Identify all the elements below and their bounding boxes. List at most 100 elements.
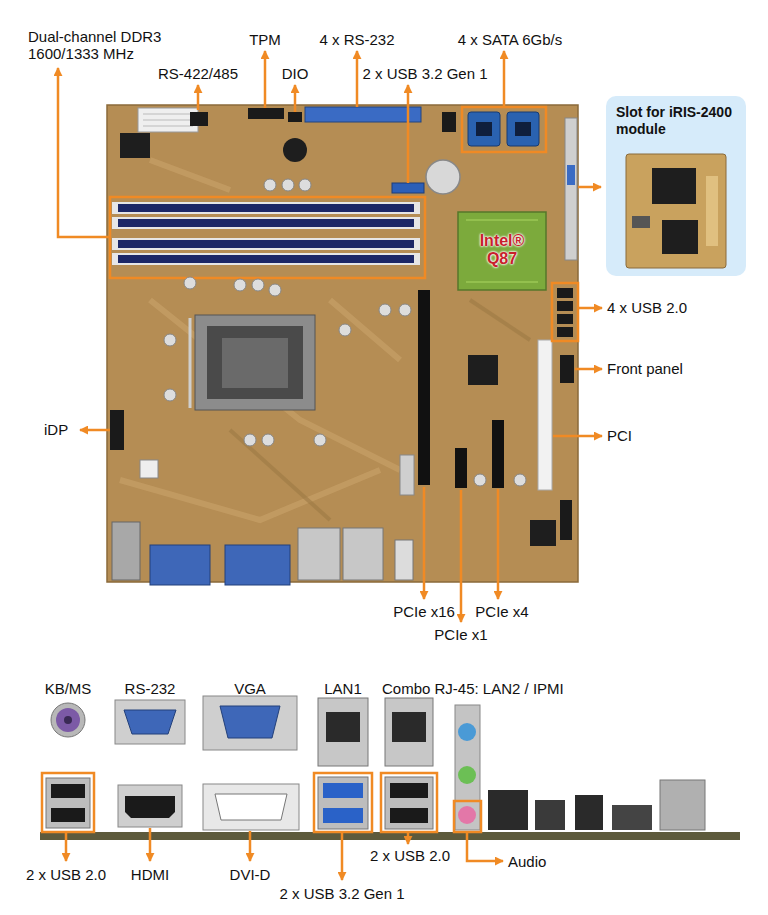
capacitors	[244, 434, 256, 446]
cpu-socket	[222, 338, 288, 388]
chips	[140, 460, 158, 478]
header-connectors	[248, 108, 284, 119]
sata-ports	[507, 112, 539, 146]
usb-headers	[557, 327, 573, 337]
port-label: LAN1	[324, 680, 362, 697]
connector-label: iDP	[44, 421, 68, 438]
chipset	[458, 212, 546, 290]
leader-lines	[249, 831, 252, 861]
dimm-slots	[118, 255, 414, 263]
chips	[468, 355, 498, 385]
pcb	[107, 105, 578, 582]
leader-lines	[65, 832, 68, 861]
dimm-slots	[118, 240, 414, 248]
leader-lines	[497, 489, 500, 599]
chips	[120, 133, 150, 158]
module-slot-panel: Slot for iRIS-2400 module	[606, 96, 746, 276]
io-panel	[64, 716, 72, 724]
io-panel	[454, 801, 481, 832]
usb-headers	[560, 355, 574, 383]
port-label: Combo RJ-45: LAN2 / IPMI	[382, 680, 564, 697]
capacitors	[252, 279, 264, 291]
leader-lines	[578, 307, 602, 310]
memory-label: Dual-channel DDR3 1600/1333 MHz	[28, 28, 168, 63]
port-label: VGA	[234, 680, 266, 697]
dimm-slots	[110, 197, 425, 278]
chips	[120, 133, 556, 546]
board-rear-io	[225, 545, 290, 585]
cpu-socket	[207, 326, 303, 399]
leader-lines	[149, 828, 152, 861]
io-panel	[488, 790, 528, 830]
io-panel	[326, 712, 360, 742]
capacitors	[282, 179, 294, 191]
io-panel	[535, 800, 565, 830]
port-label: 2 x USB 2.0	[370, 847, 450, 864]
dimm-slots	[112, 202, 420, 214]
io-panel	[51, 784, 85, 798]
io-panel	[124, 710, 176, 734]
io-panel	[458, 766, 476, 784]
io-panel	[203, 696, 297, 750]
dimm-slots	[112, 217, 420, 229]
header-label: DIO	[282, 65, 309, 82]
board-rear-io	[112, 522, 413, 585]
capacitors	[234, 279, 246, 291]
sata-ports	[515, 122, 531, 136]
header-connectors	[305, 107, 421, 122]
expansion-slots	[538, 340, 552, 490]
io-panel	[40, 696, 740, 840]
leader-lines	[341, 832, 344, 880]
capacitors	[164, 179, 526, 486]
board-rear-io	[343, 528, 383, 580]
capacitors	[474, 474, 486, 486]
io-panel	[323, 808, 363, 823]
io-panel	[318, 698, 368, 766]
header-connectors	[392, 183, 424, 193]
header-label: 4 x USB 2.0	[607, 299, 687, 316]
board-rear-io	[395, 540, 413, 580]
io-panel	[458, 806, 476, 824]
chips	[400, 455, 414, 495]
dimm-slots	[110, 197, 425, 278]
header-label: RS-422/485	[158, 65, 238, 82]
leader-lines	[407, 832, 410, 844]
io-panel	[575, 795, 603, 830]
capacitors	[514, 474, 526, 486]
buzzer-battery	[283, 138, 307, 162]
port-label: 4 x SATA 6Gb/s	[458, 31, 563, 48]
sata-ports	[462, 107, 546, 152]
io-panel	[51, 703, 85, 737]
capacitors	[164, 389, 176, 401]
chipset	[458, 212, 546, 290]
header-connectors	[138, 108, 198, 132]
leader-lines	[80, 429, 110, 432]
leader-lines	[58, 51, 602, 622]
buzzer-battery	[426, 160, 460, 194]
io-panel	[118, 785, 182, 827]
capacitors	[164, 334, 176, 346]
sata-ports	[476, 122, 492, 136]
idp-connector	[110, 410, 124, 450]
leader-lines	[356, 51, 359, 107]
module-slot	[565, 118, 577, 260]
leader-lines	[467, 832, 503, 861]
capacitors	[339, 324, 351, 336]
expansion-slots	[418, 290, 552, 490]
expansion-slots	[418, 290, 430, 485]
io-panel	[458, 723, 476, 741]
capacitors	[269, 284, 281, 296]
cpu-socket	[189, 318, 192, 408]
board-rear-io	[298, 528, 340, 580]
io-panel	[318, 777, 368, 829]
expansion-slots	[455, 448, 467, 488]
capacitors	[399, 304, 411, 316]
header-connectors	[190, 112, 208, 126]
header-connectors	[143, 114, 193, 126]
port-label: Audio	[508, 853, 546, 870]
module-slot	[565, 118, 577, 260]
leader-lines	[503, 51, 506, 107]
usb-headers	[557, 314, 573, 324]
cpu-socket	[195, 315, 315, 410]
board-rear-io	[112, 522, 140, 580]
